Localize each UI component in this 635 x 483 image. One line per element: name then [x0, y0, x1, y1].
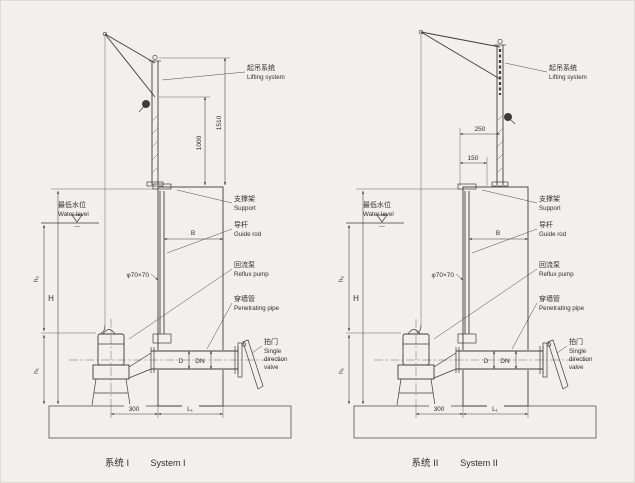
system1: 1510 1000 起吊系统 Lifting system 系统 I Syste… — [33, 31, 291, 469]
caption-sys1-zh: 系统 I — [105, 457, 129, 469]
system2-caption: 系统 II System II — [412, 457, 498, 469]
system1-caption: 系统 I System I — [105, 457, 186, 469]
dim-250-value: 250 — [475, 126, 486, 133]
dim-1000-value: 1000 — [196, 135, 203, 150]
lifting-label-en: Lifting system — [247, 74, 285, 81]
lifting-label-zh: 起吊系统 — [549, 63, 577, 72]
hoist-cable — [416, 34, 422, 334]
system1-substructure — [33, 184, 291, 438]
callout-lifting-system: 起吊系统 Lifting system — [161, 63, 285, 81]
dim-150: 150 — [459, 155, 488, 186]
hoist-cable — [100, 36, 106, 334]
pulley-icon — [152, 54, 158, 61]
dim-1510-value: 1510 — [216, 115, 223, 130]
boom — [418, 29, 501, 80]
lifting-label-en: Lifting system — [549, 74, 587, 81]
mast — [146, 54, 164, 187]
lifting-label-zh: 起吊系统 — [247, 63, 275, 72]
pulley-icon — [497, 38, 503, 45]
winch — [138, 100, 150, 113]
mast — [491, 38, 509, 187]
caption-sys1-en: System I — [150, 458, 185, 468]
system2: 250 150 起吊系统 Lifting system 系统 II System… — [338, 29, 596, 469]
system2-crane: 250 150 起吊系统 Lifting system — [416, 29, 587, 334]
dim-250: 250 — [459, 126, 501, 186]
hook-icon — [100, 324, 106, 334]
system1-crane: 1510 1000 起吊系统 Lifting system — [100, 31, 285, 334]
dim-1510: 1510 — [159, 57, 230, 186]
system2-substructure — [338, 184, 596, 438]
hook-icon — [416, 324, 422, 334]
dim-150-value: 150 — [468, 155, 479, 162]
dim-1000: 1000 — [159, 96, 210, 186]
callout-lifting-system: 起吊系统 Lifting system — [504, 62, 587, 81]
caption-sys2-zh: 系统 II — [412, 457, 439, 469]
caption-sys2-en: System II — [460, 458, 498, 468]
winch — [504, 113, 516, 125]
boom — [102, 31, 156, 98]
